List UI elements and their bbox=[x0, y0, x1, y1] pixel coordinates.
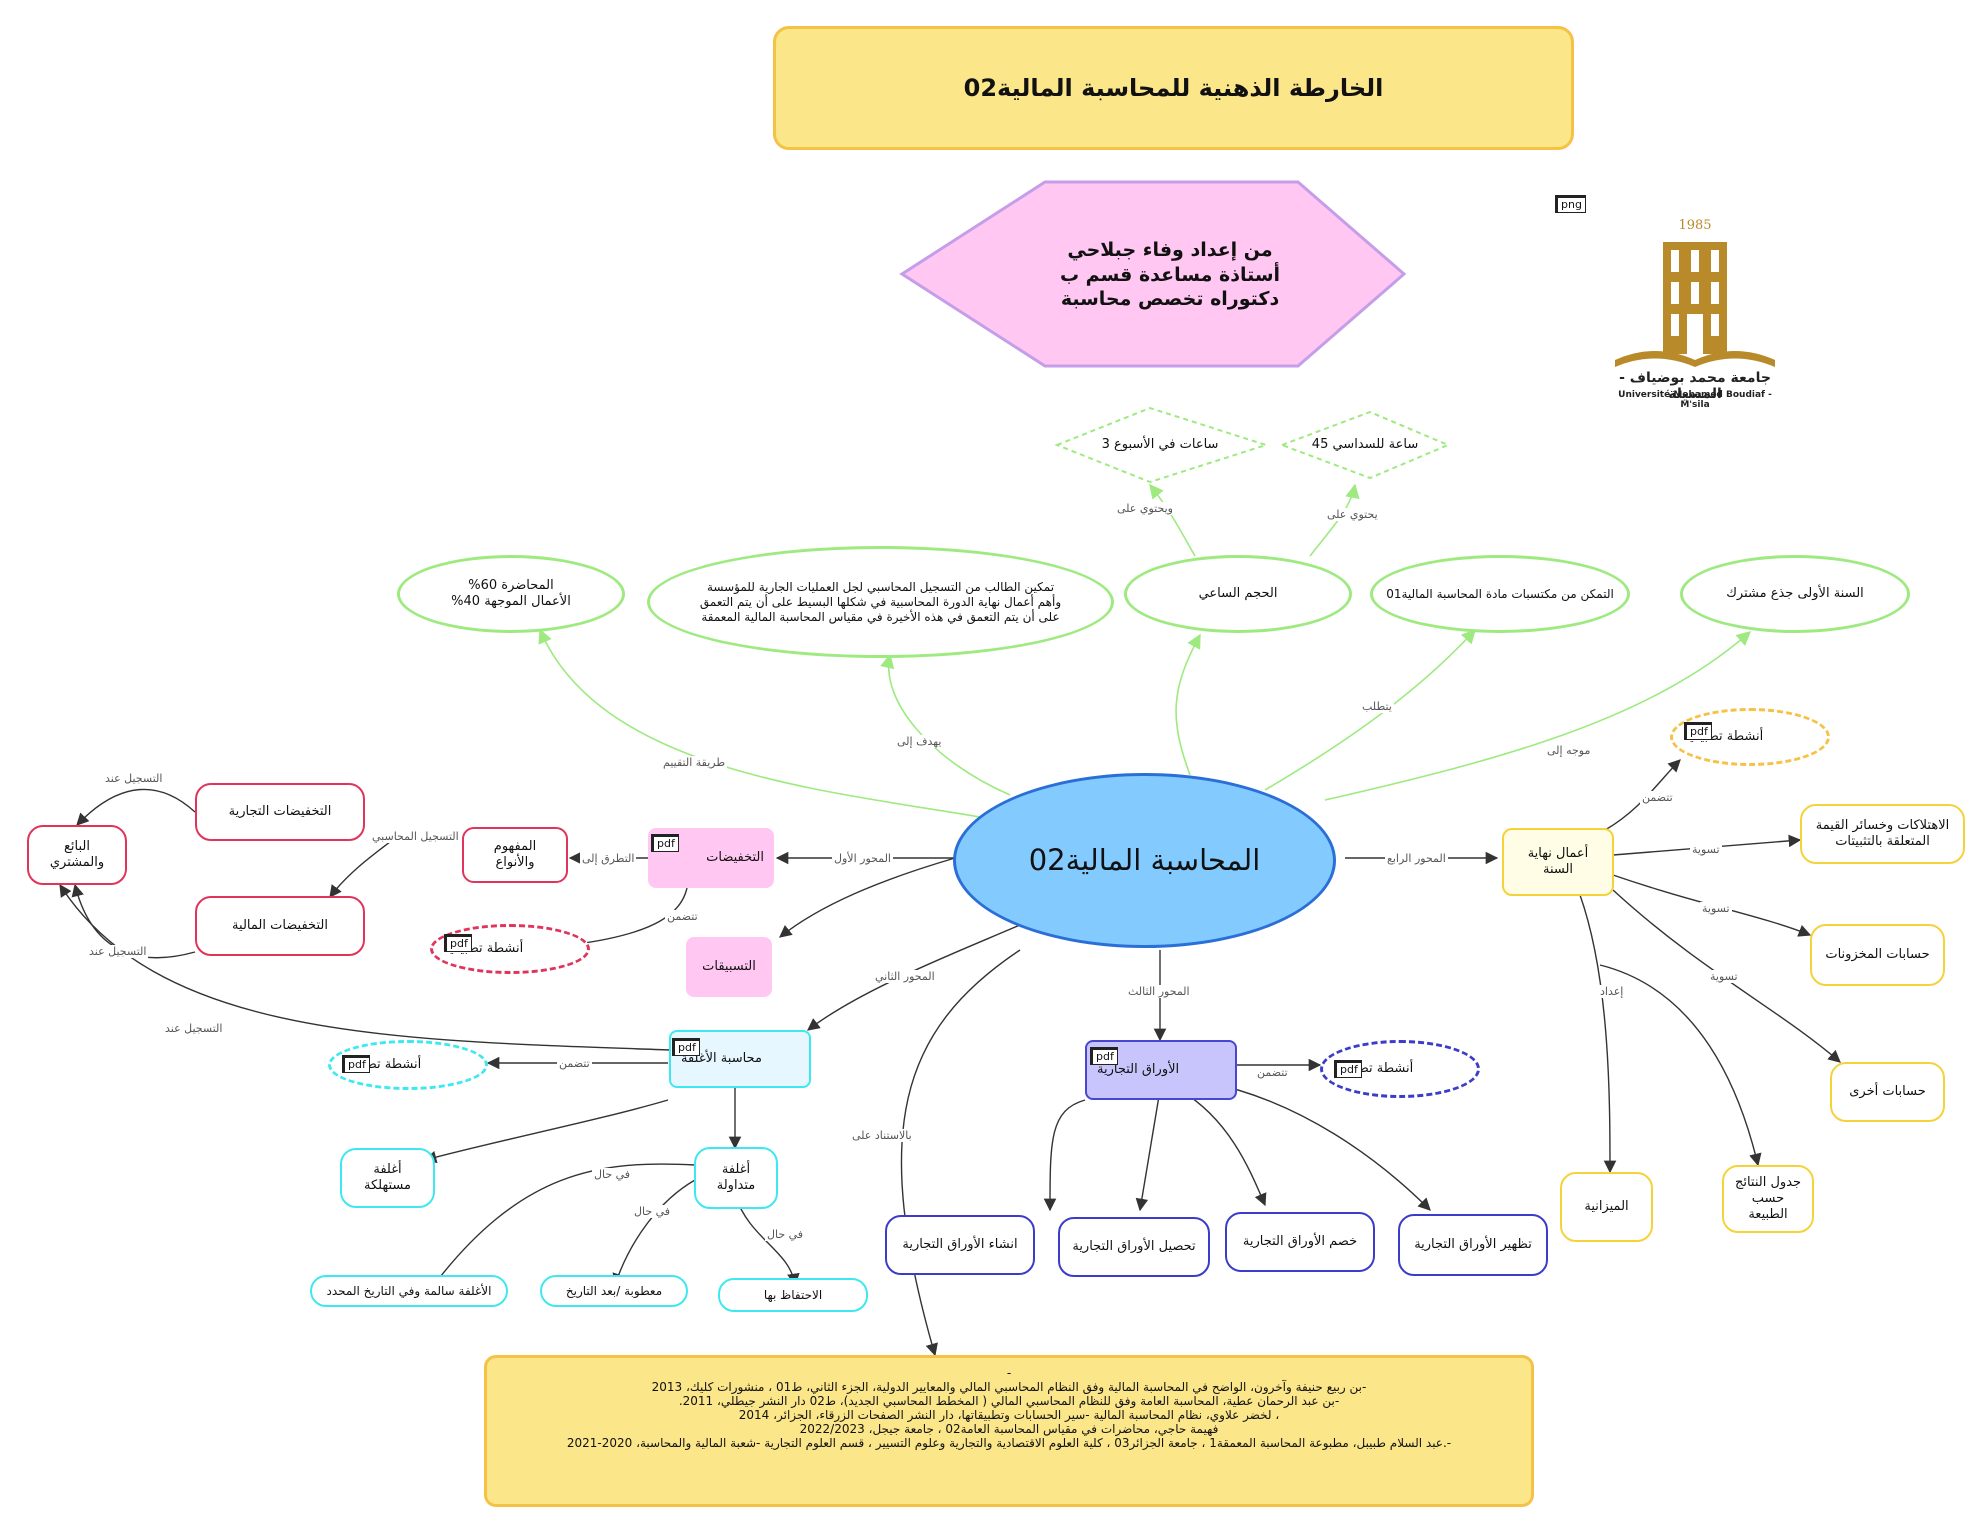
papers-activities-pdf[interactable]: pdf bbox=[1334, 1060, 1362, 1078]
packaging-pdf[interactable]: pdf bbox=[672, 1038, 700, 1056]
ref-2: -بن عبد الرحمان عطية، المحاسبة العامة وف… bbox=[678, 1394, 1340, 1408]
ref-dash: - bbox=[1006, 1366, 1012, 1380]
kept-node[interactable]: الاحتفاظ بها bbox=[718, 1278, 868, 1312]
label-trade-rec: التسجيل عند bbox=[103, 772, 165, 785]
year-end-activities-pdf[interactable]: pdf bbox=[1684, 722, 1712, 740]
label-based-on: بالاستناد على bbox=[850, 1129, 914, 1142]
label-settle-1: تسوية bbox=[1690, 843, 1722, 856]
consumable-node[interactable]: أغلفة مستهلكة bbox=[340, 1148, 435, 1208]
advances-node[interactable]: التسبيقات bbox=[686, 937, 772, 997]
seller-buyer-node[interactable]: البائع والمشتري bbox=[27, 825, 127, 885]
png-tag[interactable]: png bbox=[1555, 195, 1586, 213]
logo-name-fr: Université Mohamed Boudiaf - M'sila bbox=[1618, 390, 1772, 410]
discount-papers-node[interactable]: خصم الأوراق التجارية bbox=[1225, 1212, 1375, 1272]
ref-4: فهيمة حاجي، محاضرات في مقياس المحاسبة ال… bbox=[799, 1422, 1219, 1436]
label-settle-3: تسوية bbox=[1708, 970, 1740, 983]
packaging-activities-pdf[interactable]: pdf bbox=[342, 1055, 370, 1073]
depreciation-node[interactable]: الاهتلاكات وخسائر القيمة المتعلقة بالتثب… bbox=[1800, 804, 1965, 864]
discounts-activities-pdf[interactable]: pdf bbox=[444, 934, 472, 952]
volume-node[interactable]: الحجم الساعي bbox=[1124, 555, 1352, 633]
label-case-3: في حال bbox=[765, 1228, 806, 1241]
central-node[interactable]: المحاسبة المالية02 bbox=[953, 773, 1336, 948]
author-name: من إعداد وفاء جبلاحي bbox=[1067, 238, 1273, 261]
weekly-hours: ساعات في الأسبوع 3 bbox=[1101, 436, 1219, 452]
title-box: الخارطة الذهنية للمحاسبة المالية02 bbox=[773, 26, 1574, 150]
university-logo: 1985 جامعة محمد بوضياف - المسيلة Univers… bbox=[1605, 218, 1785, 410]
evaluation-node[interactable]: المحاضرة 60% الأعمال الموجهة 40% bbox=[397, 555, 625, 633]
label-axis4: المحور الرابع bbox=[1385, 852, 1448, 865]
financial-discounts-node[interactable]: التخفيضات المالية bbox=[195, 896, 365, 956]
building-emblem bbox=[1615, 242, 1775, 367]
collect-papers-node[interactable]: تحصيل الأوراق التجارية bbox=[1058, 1217, 1210, 1277]
ref-5: -.عبد السلام طبيبل، مطبوعة المحاسبة المع… bbox=[566, 1436, 1452, 1450]
trade-discounts-node[interactable]: التخفيضات التجارية bbox=[195, 783, 365, 841]
logo-name-ar: جامعة محمد بوضياف - المسيلة bbox=[1619, 370, 1771, 402]
year-end-node[interactable]: أعمال نهاية السنة bbox=[1502, 828, 1614, 896]
label-audience: موجه إلى bbox=[1545, 744, 1593, 757]
author-info: من إعداد وفاء جبلاحي أستاذة مساعدة قسم ب… bbox=[960, 225, 1380, 325]
discounts-pdf[interactable]: pdf bbox=[651, 834, 679, 852]
label-case-2: في حال bbox=[632, 1205, 673, 1218]
label-axis3: المحور الثالث bbox=[1126, 985, 1192, 998]
damaged-node[interactable]: معطوبة /بعد التاريخ bbox=[540, 1275, 688, 1307]
papers-pdf[interactable]: pdf bbox=[1090, 1047, 1118, 1065]
author-role: أستاذة مساعدة قسم ب bbox=[1059, 263, 1281, 286]
label-goal: يهدف إلى bbox=[895, 735, 944, 748]
label-prep: إعداد bbox=[1598, 985, 1626, 998]
audience-node[interactable]: السنة الأولى جذع مشترك bbox=[1680, 555, 1910, 633]
label-case-1: في حال bbox=[592, 1168, 633, 1181]
ref-1: -بن ربيع حنيفة وآخرون، الواضح في المحاسب… bbox=[651, 1380, 1367, 1394]
label-year-end-includes: تتضمن bbox=[1640, 791, 1675, 804]
inventory-node[interactable]: حسابات المخزونات bbox=[1810, 924, 1945, 986]
endorse-papers-node[interactable]: تظهير الأوراق التجارية bbox=[1398, 1214, 1548, 1276]
prereq-node[interactable]: التمكن من مكتسبات مادة المحاسبة المالية0… bbox=[1370, 555, 1630, 633]
references-box: - -بن ربيع حنيفة وآخرون، الواضح في المحا… bbox=[484, 1355, 1534, 1507]
semester-hours: ساعة للسداسي 45 bbox=[1311, 436, 1419, 452]
label-papers-includes: تتضمن bbox=[1255, 1066, 1290, 1079]
label-packaging-includes: تتضمن bbox=[557, 1057, 592, 1070]
label-weekly: ويحتوي على bbox=[1115, 502, 1175, 515]
author-degree: دكتوراه تخصص محاسبة bbox=[1060, 288, 1280, 311]
label-rec-acc: التسجيل المحاسبي bbox=[370, 830, 461, 843]
label-settle-2: تسوية bbox=[1700, 902, 1732, 915]
label-evaluation: طريقة التقييم bbox=[661, 756, 728, 769]
goal-node[interactable]: تمكين الطالب من التسجيل المحاسبي لجل الع… bbox=[647, 546, 1114, 658]
balance-sheet-node[interactable]: الميزانية bbox=[1560, 1172, 1653, 1242]
label-prereq: يتطلب bbox=[1360, 700, 1394, 713]
other-accounts-node[interactable]: حسابات أخرى bbox=[1830, 1062, 1945, 1122]
label-discounts-includes: تتضمن bbox=[665, 910, 700, 923]
circulating-node[interactable]: أغلفة متداولة bbox=[694, 1147, 778, 1209]
label-packaging-rec: التسجيل عند bbox=[163, 1022, 225, 1035]
logo-year: 1985 bbox=[1678, 218, 1712, 233]
label-axis2: المحور الثاني bbox=[873, 970, 937, 983]
ref-3: ، لخضر علاوي، نظام المحاسبة المالية -سير… bbox=[738, 1408, 1280, 1422]
label-axis1: المحور الأول bbox=[832, 852, 893, 865]
label-semester: يحتوي على bbox=[1325, 508, 1380, 521]
returned-node[interactable]: الأغلفة سالمة وفي التاريخ المحدد bbox=[310, 1275, 508, 1307]
concept-node[interactable]: المفهوم والأنواع bbox=[462, 827, 568, 883]
label-fin-rec: التسجيل عند bbox=[87, 945, 149, 958]
create-papers-node[interactable]: انشاء الأوراق التجارية bbox=[885, 1215, 1035, 1275]
income-statement-node[interactable]: جدول النتائج حسب الطبيعة bbox=[1722, 1165, 1814, 1233]
label-discusses: التطرق إلى bbox=[580, 852, 637, 865]
page-title: الخارطة الذهنية للمحاسبة المالية02 bbox=[963, 74, 1384, 102]
